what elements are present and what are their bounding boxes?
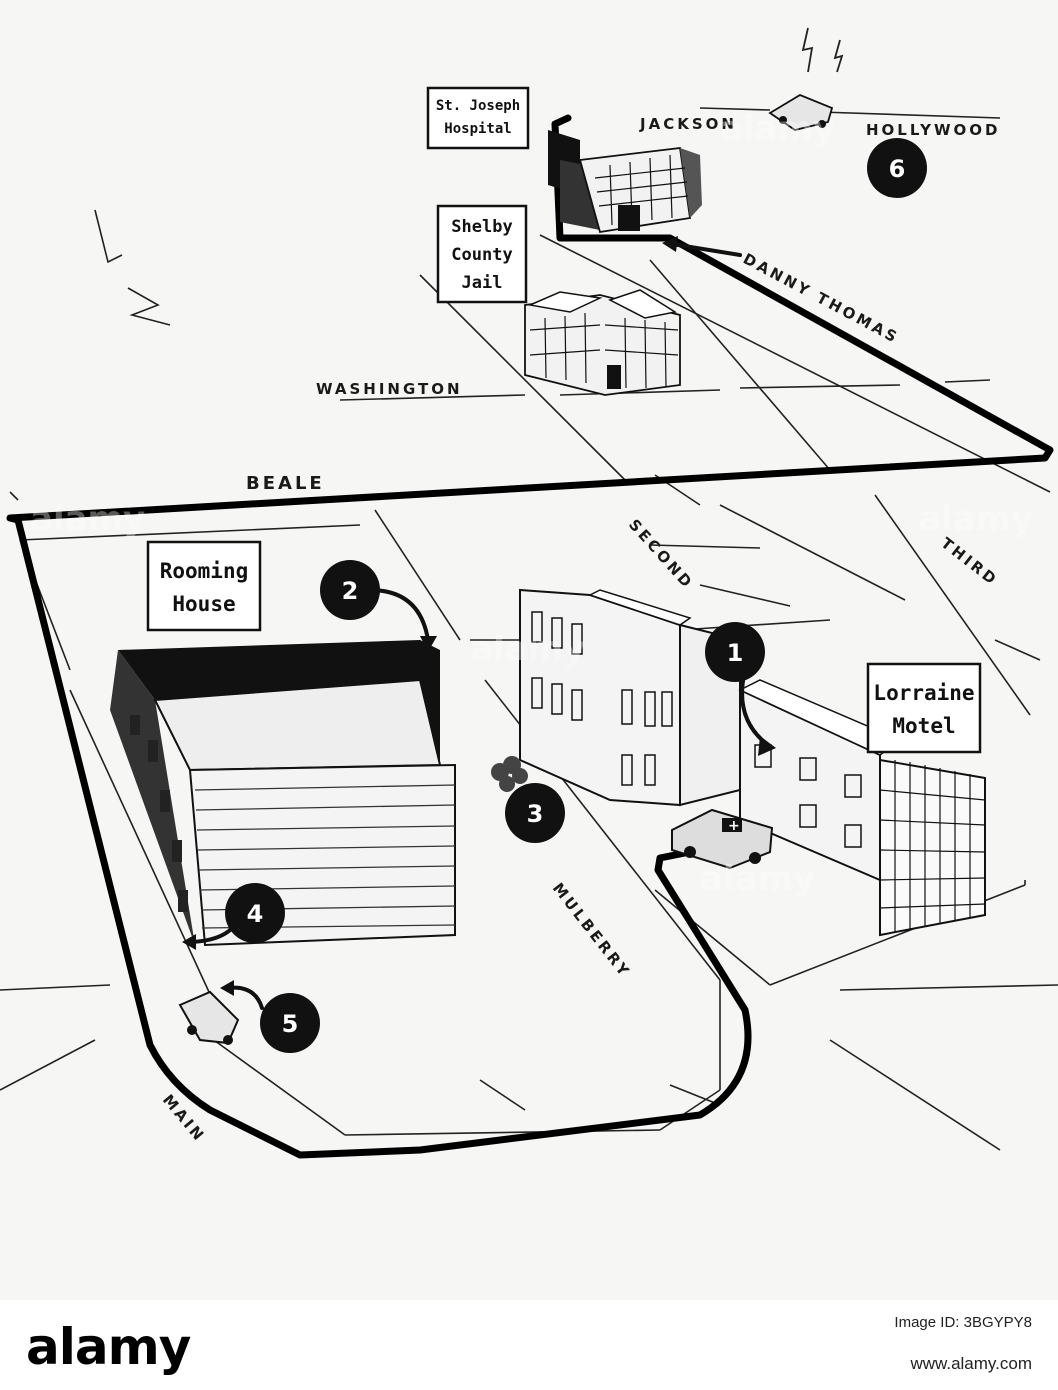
bush	[491, 756, 528, 792]
street-label-jackson: JACKSON	[639, 115, 737, 133]
sign-lorraine-motel: Lorraine Motel	[866, 662, 982, 754]
sign-hospital-line-2: Hospital	[444, 121, 511, 137]
sign-jail-line-3: Jail	[462, 273, 503, 293]
neighboring-building	[519, 588, 741, 807]
marker-3-number: 3	[527, 800, 544, 828]
image-id-label: Image ID: 3BGYPY8	[894, 1314, 1032, 1331]
marker-6: 6	[867, 138, 927, 198]
site-url-link[interactable]: www.alamy.com	[910, 1354, 1032, 1373]
street-label-washington: WASHINGTON	[316, 380, 463, 398]
sign-lorraine-line-2: Motel	[892, 714, 955, 738]
marker-4-number: 4	[247, 900, 264, 928]
street-label-danny-thomas: DANNY THOMAS	[740, 250, 902, 348]
sign-hospital-line-1: St. Joseph	[436, 98, 520, 114]
street-label-second: SECOND	[625, 516, 697, 593]
marker-1: 1	[705, 622, 765, 682]
lightning-marks	[801, 27, 844, 73]
sign-lorraine-line-1: Lorraine	[873, 681, 974, 705]
alamy-logo[interactable]: alamy	[26, 1318, 191, 1376]
st-joseph-hospital-building	[548, 130, 702, 234]
marker-5: 5	[260, 993, 320, 1053]
watermark-5: alamy	[700, 859, 815, 899]
sign-shelby-county-jail: Shelby County Jail	[436, 204, 528, 304]
north-arrow	[94, 209, 171, 326]
marker-1-number: 1	[727, 639, 744, 667]
sign-rooming-line-2: House	[172, 592, 235, 616]
sign-rooming-house: Rooming House	[146, 540, 262, 632]
marker-4: 4	[225, 883, 285, 943]
marker-2: 2	[320, 560, 380, 620]
ambulance-car: +	[671, 808, 774, 870]
route-map: + JACKSON HOLLYWOOD DANNY THOMAS WASH	[0, 0, 1058, 1300]
arrow-heads	[182, 236, 776, 996]
map-canvas: + JACKSON HOLLYWOOD DANNY THOMAS WASH	[0, 27, 1058, 1159]
marker-2-number: 2	[342, 577, 359, 605]
marker-5-number: 5	[282, 1010, 299, 1038]
svg-text:+: +	[728, 818, 740, 834]
street-label-third: THIRD	[938, 534, 1002, 590]
lorraine-motel-building	[738, 679, 986, 937]
sign-jail-line-1: Shelby	[451, 217, 512, 237]
watermark-2: alamy	[470, 629, 585, 669]
street-label-beale: BEALE	[246, 473, 325, 494]
street-label-main: MAIN	[159, 1091, 209, 1146]
rooming-house-building	[110, 640, 456, 947]
footer-bar: alamy Image ID: 3BGYPY8 www.alamy.com	[0, 1300, 1058, 1390]
marker-3: 3	[505, 783, 565, 843]
shelby-county-jail-building	[524, 289, 681, 396]
watermarks: alamy alamy alamy alamy alamy	[30, 109, 1033, 899]
motorcade-route	[6, 114, 1054, 1159]
sign-jail-line-2: County	[451, 245, 512, 265]
watermark-3: alamy	[918, 499, 1033, 539]
sign-rooming-line-1: Rooming	[160, 559, 249, 583]
street-label-hollywood: HOLLYWOOD	[866, 121, 1000, 139]
marker-6-number: 6	[889, 155, 906, 183]
sign-st-joseph-hospital: St. Joseph Hospital	[426, 86, 530, 150]
watermark-4: alamy	[720, 109, 835, 149]
street-label-mulberry: MULBERRY	[549, 879, 634, 981]
parked-car	[178, 990, 240, 1045]
fleeing-car	[768, 93, 834, 131]
watermark-1: alamy	[30, 499, 145, 539]
